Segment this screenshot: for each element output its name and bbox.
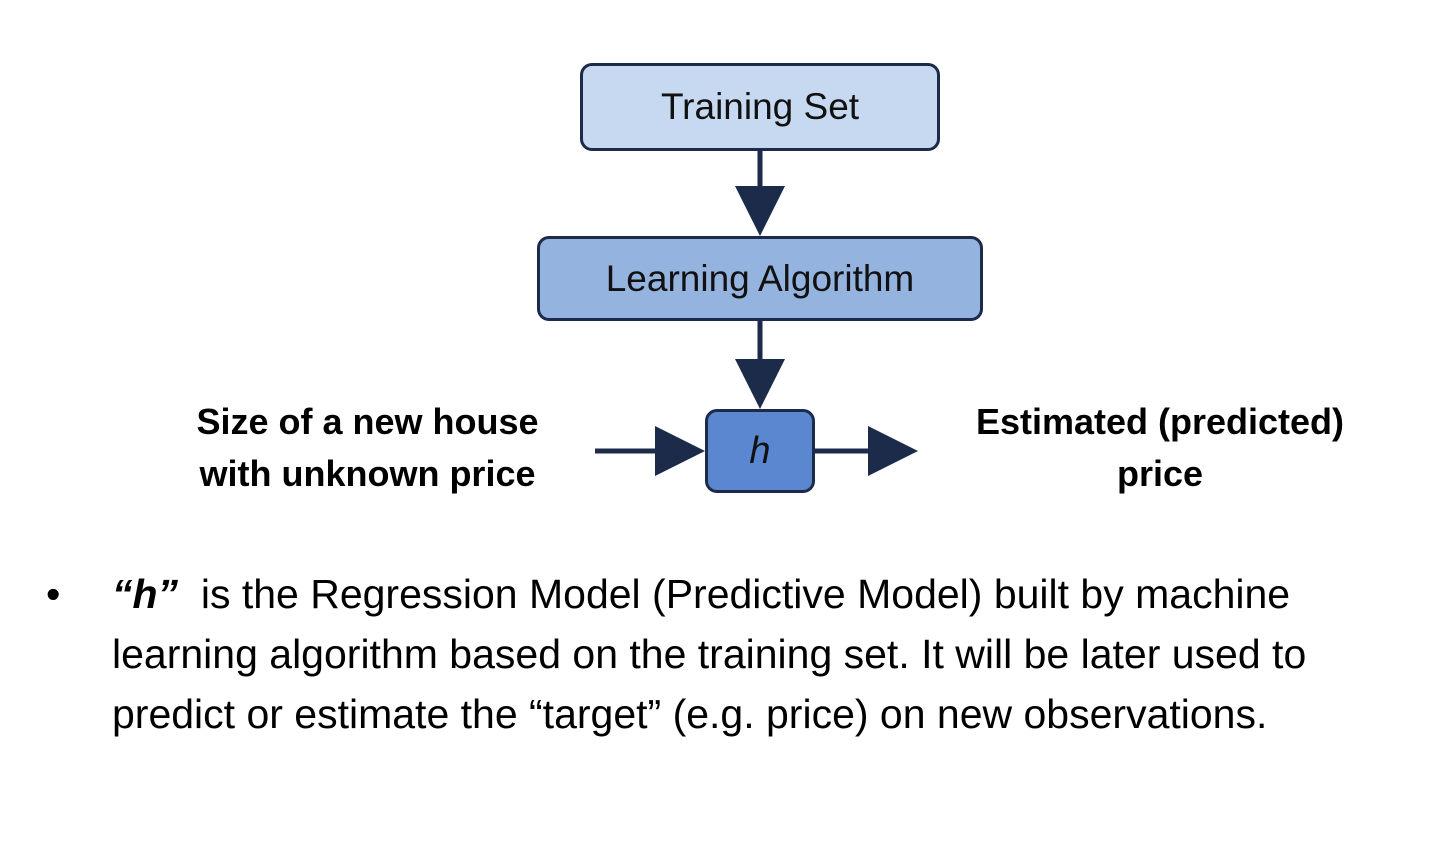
learning-algorithm-label: Learning Algorithm (605, 257, 915, 299)
training-set-label: Training Set (660, 86, 860, 127)
hypothesis-label: h (749, 429, 771, 472)
bullet-marker: • (46, 571, 61, 617)
learning-algorithm-box: Learning Algorithm (537, 236, 983, 321)
training-set-box: Training Set (580, 63, 940, 151)
input-label-line2: with unknown price (199, 453, 536, 494)
bullet-body: is the Regression Model (Predictive Mode… (112, 571, 1318, 737)
bullet-term: “h” (112, 571, 179, 617)
output-label-line2: price (1116, 453, 1204, 494)
bullet-paragraph: “h” is the Regression Model (Predictive … (112, 564, 1370, 744)
hypothesis-box: h (705, 409, 815, 493)
input-label-line1: Size of a new house (196, 401, 539, 442)
input-label: Size of a new house with unknown price (175, 396, 560, 500)
bullet-item: • “h” is the Regression Model (Predictiv… (40, 564, 1370, 744)
output-label-line1: Estimated (predicted) (975, 401, 1345, 442)
output-label: Estimated (predicted) price (955, 396, 1365, 500)
